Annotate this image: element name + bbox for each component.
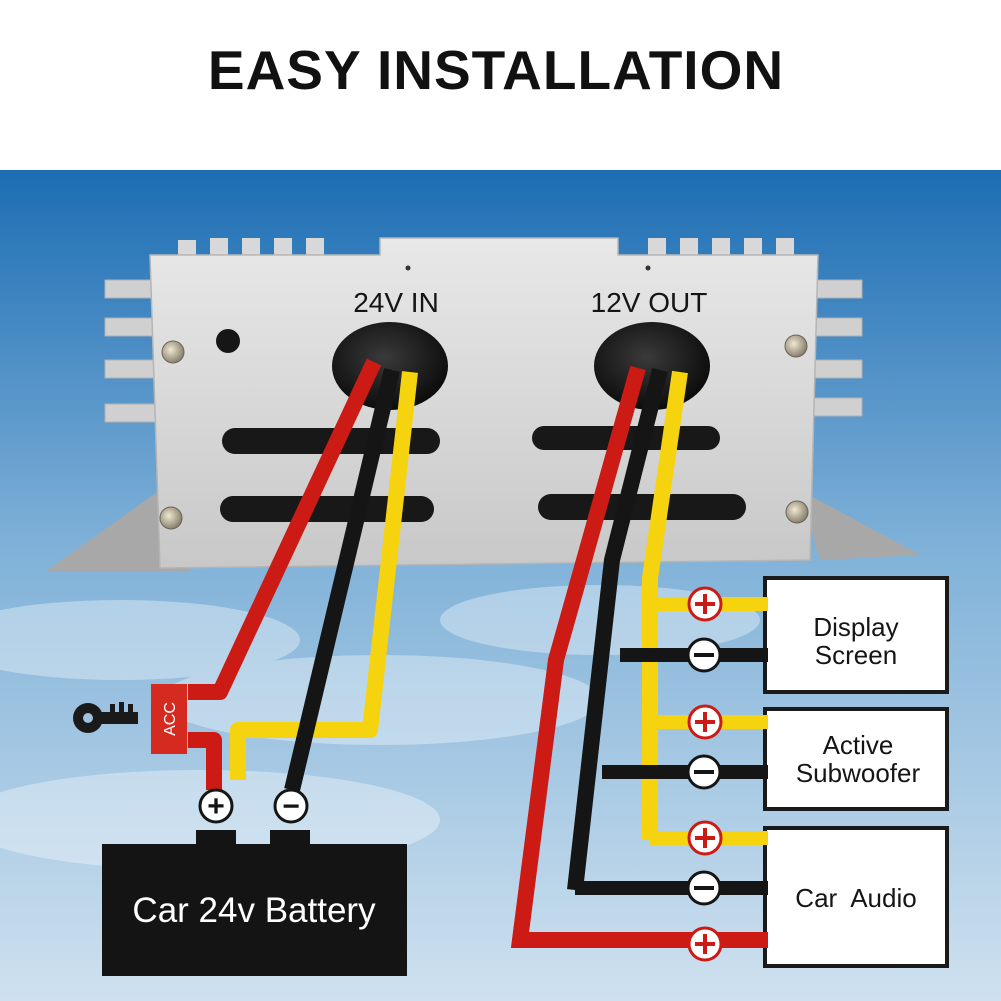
red-output-wire — [510, 365, 768, 948]
mount-flange-right — [800, 490, 920, 560]
battery-neg-symbol: − — [282, 790, 300, 823]
device-box-subwoofer — [763, 707, 949, 811]
battery-plus-icon: + — [198, 788, 234, 824]
battery-body — [102, 844, 407, 976]
cooling-fins-left — [104, 279, 166, 423]
red-acc-wire — [188, 732, 222, 790]
device-label-display-line2: Screen — [815, 640, 897, 670]
input-label: 24V IN — [353, 287, 439, 318]
screw-icon — [161, 340, 185, 364]
screw-icon — [159, 506, 183, 530]
device-label-audio-line1: Car Audio — [795, 883, 916, 913]
battery-terminal-neg — [270, 830, 310, 846]
screw-icon — [784, 334, 808, 358]
screw-icon — [785, 500, 809, 524]
title-banner: EASY INSTALLATION — [0, 0, 1001, 170]
device-polarity-markers — [686, 586, 723, 962]
battery-terminal-pos — [196, 830, 236, 846]
device-label-subwoofer-line1: Active — [823, 730, 894, 760]
input-wiring — [188, 358, 418, 792]
page-title: EASY INSTALLATION — [207, 39, 785, 101]
device-label-display-line1: Display — [813, 612, 898, 642]
plus-icon — [687, 820, 723, 856]
battery: Car 24v Battery + − — [102, 788, 407, 976]
plus-icon — [687, 926, 723, 962]
black-output-wire — [567, 368, 668, 891]
key-icon — [73, 702, 138, 733]
minus-icon — [686, 754, 722, 790]
battery-pos-symbol: + — [207, 790, 225, 823]
device-box-display — [763, 576, 949, 694]
minus-icon — [686, 637, 722, 673]
battery-minus-icon: − — [273, 788, 309, 824]
acc-box — [151, 684, 187, 754]
output-label: 12V OUT — [591, 287, 708, 318]
device-box-audio — [763, 826, 949, 968]
status-led-icon — [216, 329, 240, 353]
device-boxes — [763, 576, 949, 968]
dc-converter: 24V IN 12V OUT — [45, 237, 920, 572]
ignition-switch: ACC — [73, 684, 187, 754]
plus-icon — [687, 704, 723, 740]
mount-flange-left — [45, 490, 190, 572]
yellow-output-wire — [642, 370, 688, 840]
wiring-diagram: 24V IN 12V OUT — [0, 170, 1001, 1001]
minus-icon — [686, 870, 722, 906]
acc-label: ACC — [162, 702, 179, 736]
plus-icon — [687, 586, 723, 622]
battery-label: Car 24v Battery — [132, 891, 376, 930]
red-input-wire — [188, 358, 382, 700]
device-label-subwoofer-line2: Subwoofer — [796, 758, 921, 788]
black-input-wire — [284, 368, 400, 792]
